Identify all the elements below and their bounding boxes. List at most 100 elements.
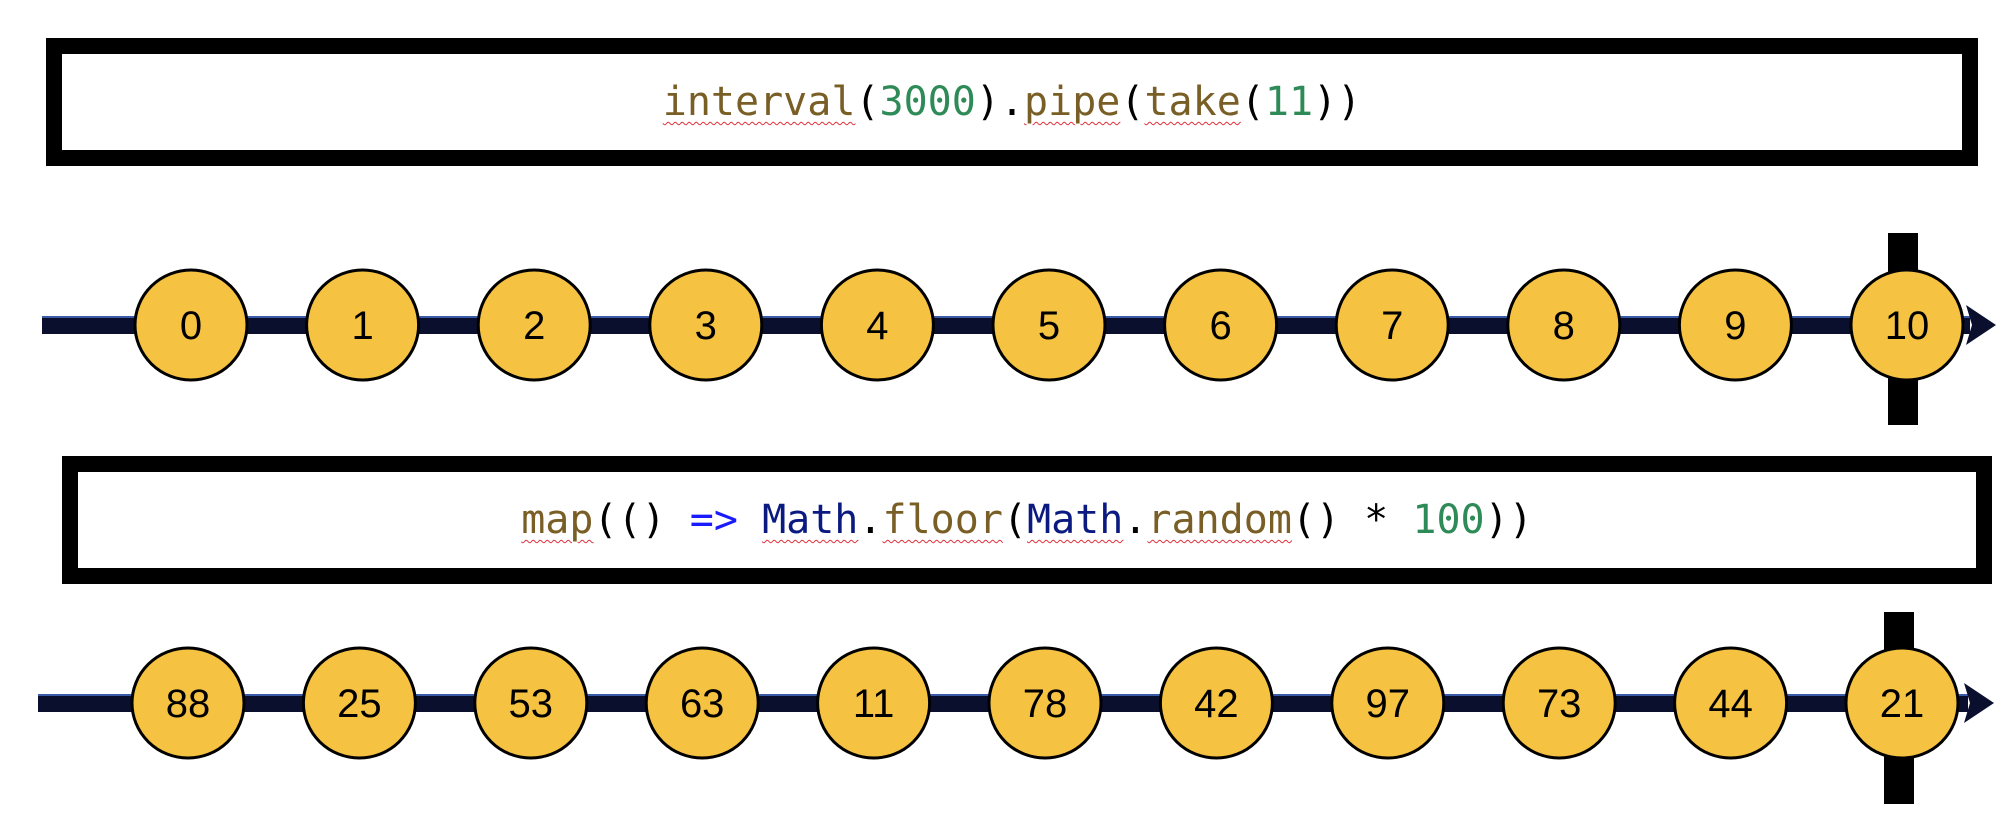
operator-code-interval: interval(3000).pipe(take(11)) — [663, 79, 1361, 125]
marble-label: 8 — [1553, 304, 1575, 348]
timeline-arrowhead — [1966, 305, 1996, 345]
timeline-mapped: 88 25 53 63 11 78 42 97 73 44 21 — [38, 612, 1994, 804]
marble-label: 53 — [509, 682, 554, 726]
timeline-source: 0 1 2 3 4 5 6 7 8 9 10 — [42, 233, 1996, 425]
marble: 7 — [1334, 268, 1450, 382]
timeline-arrowhead — [1964, 683, 1994, 723]
marble-circle — [476, 268, 592, 382]
marble: 97 — [1330, 646, 1446, 760]
marble-label: 1 — [351, 304, 373, 348]
marble-label: 73 — [1537, 682, 1582, 726]
marble-label: 78 — [1023, 682, 1068, 726]
code-token: Math — [1027, 497, 1124, 543]
marble-label: 10 — [1885, 304, 1930, 348]
marble-circle — [1849, 268, 1965, 382]
code-token: 100 — [1412, 497, 1485, 543]
code-token: 3000 — [879, 79, 976, 125]
code-token: ) — [975, 79, 1000, 125]
marble-circle — [1844, 646, 1960, 760]
marble: 8 — [1506, 268, 1622, 382]
marble: 1 — [305, 268, 421, 382]
code-token: . — [1123, 497, 1148, 543]
marble-label: 3 — [695, 304, 717, 348]
code-token: ( — [1002, 497, 1027, 543]
code-token: () — [1291, 497, 1365, 543]
marble-circle — [301, 646, 417, 760]
marble-label: 7 — [1381, 304, 1403, 348]
marble: 42 — [1158, 646, 1274, 760]
marble-circle — [130, 646, 246, 760]
code-token: . — [999, 79, 1025, 125]
marble-label: 4 — [866, 304, 888, 348]
marble: 53 — [473, 646, 589, 760]
marble: 63 — [644, 646, 760, 760]
marble: 88 — [130, 646, 246, 760]
marble: 2 — [476, 268, 592, 382]
code-token: interval — [662, 79, 856, 125]
marble-label: 9 — [1724, 304, 1746, 348]
marble-label: 21 — [1880, 682, 1925, 726]
code-token: ( — [1240, 79, 1265, 125]
operator-box-interval: interval(3000).pipe(take(11)) — [46, 38, 1978, 166]
marble-circle — [1334, 268, 1450, 382]
marble: 73 — [1501, 646, 1617, 760]
marble-circle — [1506, 268, 1622, 382]
marble: 21 — [1844, 646, 1960, 760]
code-token: (() — [593, 497, 690, 543]
marble-label: 2 — [523, 304, 545, 348]
marble: 10 — [1849, 268, 1965, 382]
code-token: map — [521, 497, 594, 543]
marble-circle — [991, 268, 1107, 382]
marble-label: 5 — [1038, 304, 1060, 348]
marble: 3 — [648, 268, 764, 382]
code-token: 11 — [1264, 79, 1314, 125]
marble: 4 — [819, 268, 935, 382]
marble-label: 6 — [1209, 304, 1231, 348]
marble-circle — [133, 268, 249, 382]
marble-label: 63 — [680, 682, 725, 726]
code-token: pipe — [1024, 79, 1121, 125]
marble: 78 — [987, 646, 1103, 760]
code-token: ( — [1120, 79, 1145, 125]
code-token: => — [689, 497, 738, 543]
operator-box-map: map(() => Math.floor(Math.random() * 100… — [62, 456, 1992, 584]
marble-circle — [987, 646, 1103, 760]
marble-circle — [473, 646, 589, 760]
marble: 6 — [1163, 268, 1279, 382]
marble: 11 — [816, 646, 932, 760]
marble-circle — [1330, 646, 1446, 760]
marble-circle — [648, 268, 764, 382]
marble-label: 0 — [180, 304, 202, 348]
operator-code-map: map(() => Math.floor(Math.random() * 100… — [521, 497, 1533, 543]
marble-circle — [1158, 646, 1274, 760]
marble-circle — [1673, 646, 1789, 760]
marble-label: 42 — [1194, 682, 1239, 726]
marble: 0 — [133, 268, 249, 382]
marble-label: 44 — [1708, 682, 1753, 726]
code-token: . — [858, 497, 883, 543]
marble: 25 — [301, 646, 417, 760]
code-token: )) — [1313, 79, 1362, 125]
code-token: * — [1364, 497, 1389, 543]
marble-circle — [1501, 646, 1617, 760]
marble-circle — [1163, 268, 1279, 382]
marble: 44 — [1673, 646, 1789, 760]
marble-label: 88 — [166, 682, 211, 726]
code-token: )) — [1484, 497, 1533, 543]
marble-label: 97 — [1366, 682, 1411, 726]
marble-circle — [816, 646, 932, 760]
marble-label: 11 — [853, 682, 895, 726]
code-token: floor — [882, 497, 1003, 543]
code-token: ( — [855, 79, 880, 125]
code-token: random — [1147, 497, 1292, 543]
marble-circle — [819, 268, 935, 382]
marble: 9 — [1677, 268, 1793, 382]
code-token: Math — [762, 497, 859, 543]
marble-label: 25 — [337, 682, 382, 726]
marble-circle — [644, 646, 760, 760]
code-token: take — [1144, 79, 1241, 125]
marble: 5 — [991, 268, 1107, 382]
marble-circle — [305, 268, 421, 382]
